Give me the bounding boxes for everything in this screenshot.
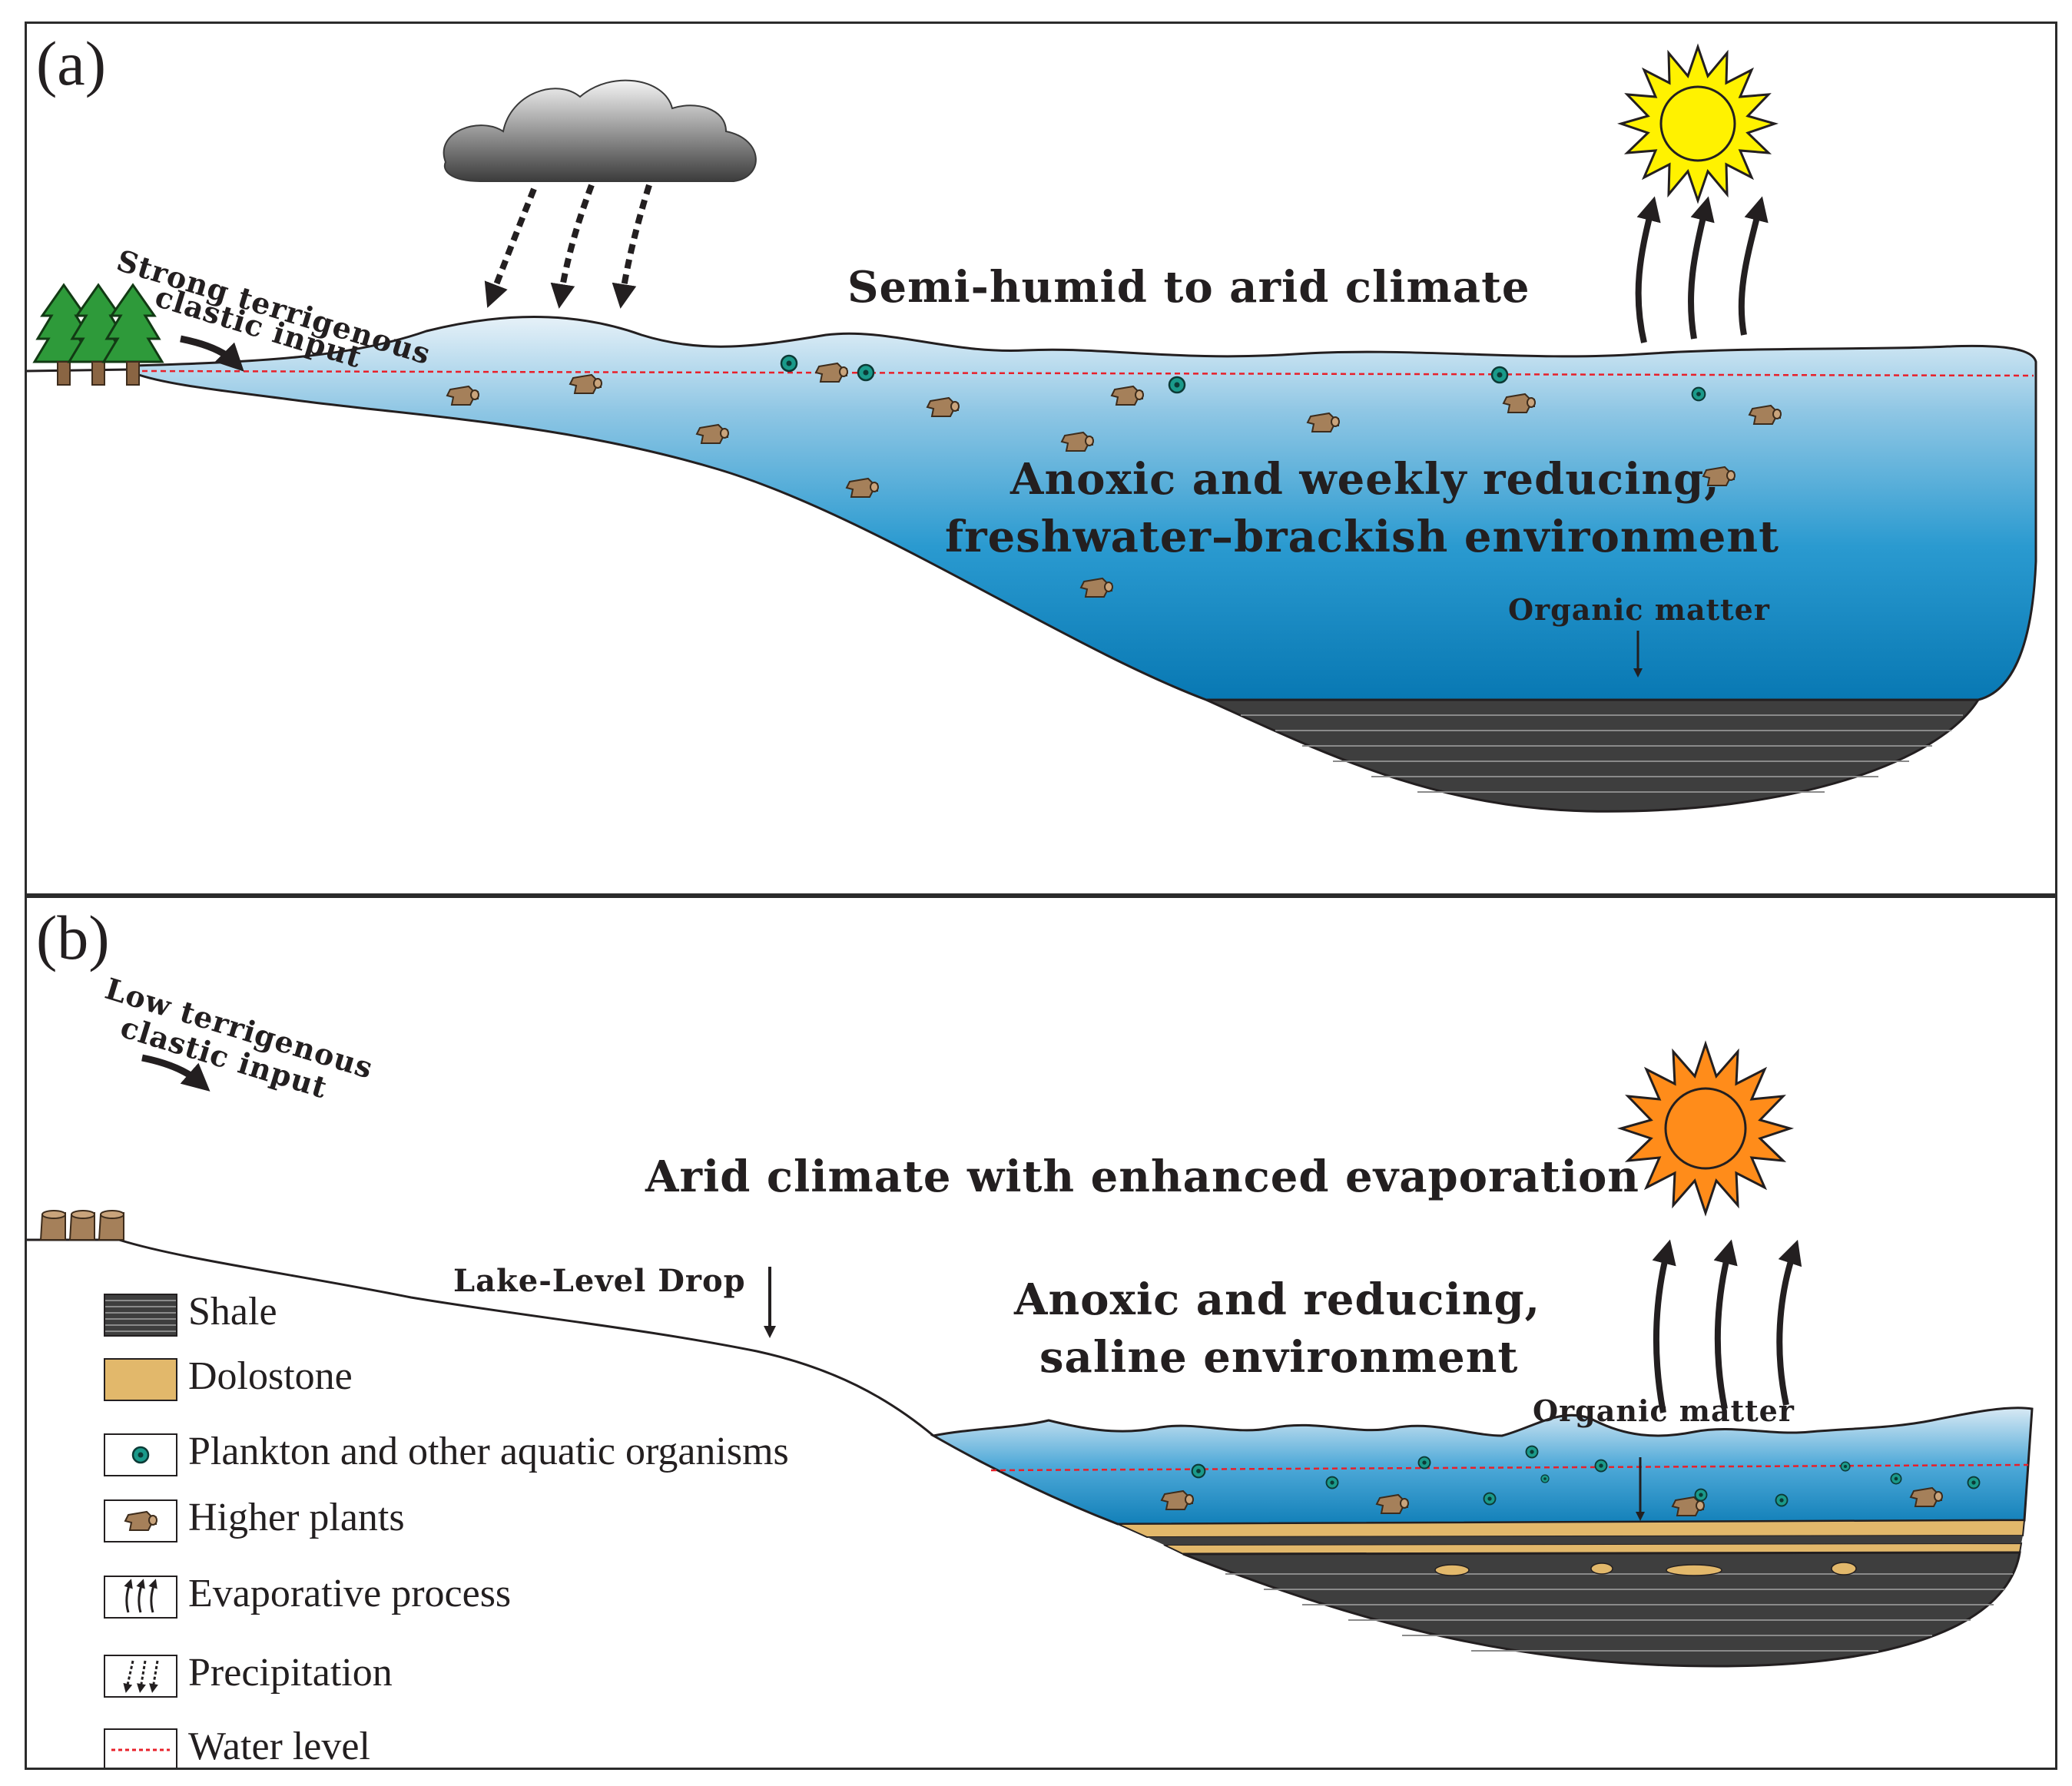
- precipitation-arrows-a: [484, 184, 652, 309]
- panel-label-a: (a): [36, 28, 107, 98]
- evaporation-arrows-a: [1635, 196, 1769, 343]
- water-level-line-b: [990, 1463, 2029, 1472]
- panel-b-drawing: [27, 1040, 2034, 1668]
- legend-label: Dolostone: [188, 1354, 353, 1398]
- legend-label: Higher plants: [188, 1496, 405, 1539]
- water-level-icon: [104, 1728, 177, 1768]
- shale-swatch: [104, 1294, 177, 1337]
- legend-label: Plankton and other aquatic organisms: [188, 1430, 789, 1473]
- legend-item-higher-plants: Higher plants: [104, 1496, 641, 1542]
- panel-a-drawing: [27, 43, 2037, 813]
- lake-water-b: [930, 1407, 2034, 1526]
- panel-b: (b) Arid climate with enhanced evaporati…: [25, 896, 2057, 1770]
- dolostone-swatch: [104, 1358, 177, 1401]
- legend-item-precipitation: Precipitation: [104, 1651, 641, 1698]
- panel-a: (a) Semi-humid to arid climate Strong te…: [25, 22, 2057, 896]
- organic-matter-label-a: Organic matter: [1508, 592, 1770, 627]
- legend-item-shale: Shale: [104, 1290, 641, 1337]
- sun-icon-a: [1616, 43, 1779, 204]
- clastic-input-arrow-b: [141, 1054, 211, 1092]
- lake-water-a: [133, 316, 2037, 701]
- sun-icon-b: [1616, 1040, 1795, 1217]
- rain-cloud-icon: [443, 79, 757, 182]
- higher-plant-icon: [104, 1499, 177, 1542]
- plankton-icon: [104, 1433, 177, 1476]
- legend: Shale Dolostone Plankton and other aquat…: [104, 1290, 1026, 1768]
- clastic-input-arrow-a: [180, 335, 244, 372]
- evaporation-icon: [104, 1576, 177, 1619]
- dolostone-layer-b: [1117, 1519, 2026, 1556]
- evaporation-arrows-b: [1652, 1239, 1802, 1413]
- legend-label: Shale: [188, 1290, 277, 1334]
- environment-label-a-line2: freshwater–brackish environment: [945, 512, 1780, 562]
- lake-level-drop-label: Lake-Level Drop: [453, 1263, 746, 1299]
- organic-matter-label-b: Organic matter: [1533, 1393, 1795, 1428]
- precipitation-icon: [104, 1655, 177, 1698]
- legend-item-water-level: Water level: [104, 1725, 641, 1768]
- environment-label-b-line1: Anoxic and reducing,: [1014, 1274, 1541, 1325]
- water-level-line-a: [141, 369, 2034, 377]
- legend-label: Water level: [188, 1725, 370, 1768]
- environment-label-b-line2: saline environment: [1039, 1332, 1519, 1383]
- stumps-on-shore-icon: [39, 1210, 124, 1241]
- panel-label-b: (b): [36, 903, 110, 973]
- legend-item-plankton: Plankton and other aquatic organisms: [104, 1430, 987, 1476]
- legend-label: Evaporative process: [188, 1572, 512, 1615]
- shale-layer-b: [1147, 1536, 2023, 1668]
- legend-label: Precipitation: [188, 1651, 393, 1695]
- climate-label-a: Semi-humid to arid climate: [847, 262, 1530, 313]
- legend-item-dolostone: Dolostone: [104, 1354, 641, 1401]
- environment-label-a-line1: Anoxic and weekly reducing,: [1010, 454, 1720, 505]
- trees-icon: [32, 283, 164, 386]
- shale-layer-a: [1205, 698, 1981, 813]
- legend-item-evaporation: Evaporative process: [104, 1572, 641, 1619]
- climate-label-b: Arid climate with enhanced evaporation: [645, 1151, 1640, 1202]
